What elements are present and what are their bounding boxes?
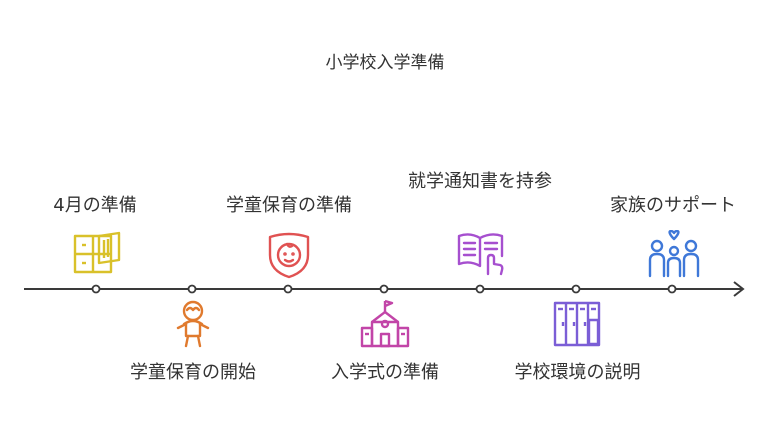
baby-badge-icon — [268, 232, 310, 279]
family-icon — [648, 230, 700, 278]
child-icon — [176, 300, 210, 348]
school-building-icon — [360, 299, 410, 348]
event-label-4: 入学式の準備 — [331, 362, 439, 383]
event-label-3: 学童保育の準備 — [226, 195, 352, 216]
timeline-marker-6 — [571, 284, 581, 294]
timeline-marker-4 — [379, 284, 389, 294]
event-label-2: 学童保育の開始 — [130, 362, 256, 383]
event-label-1: 4月の準備 — [53, 195, 137, 216]
diagram-title: 小学校入学準備 — [325, 53, 445, 73]
lockers-icon — [553, 301, 601, 347]
timeline-marker-1 — [91, 284, 101, 294]
event-label-5: 就学通知書を持参 — [408, 171, 552, 192]
event-label-7: 家族のサポート — [610, 195, 736, 216]
event-label-6: 学校環境の説明 — [514, 362, 641, 383]
timeline-marker-2 — [187, 284, 197, 294]
timeline-marker-7 — [667, 284, 677, 294]
timeline-marker-5 — [475, 284, 485, 294]
timeline-marker-3 — [283, 284, 293, 294]
open-book-icon — [457, 233, 504, 276]
timeline-arrowhead — [733, 281, 745, 297]
desk-icon — [73, 231, 121, 274]
